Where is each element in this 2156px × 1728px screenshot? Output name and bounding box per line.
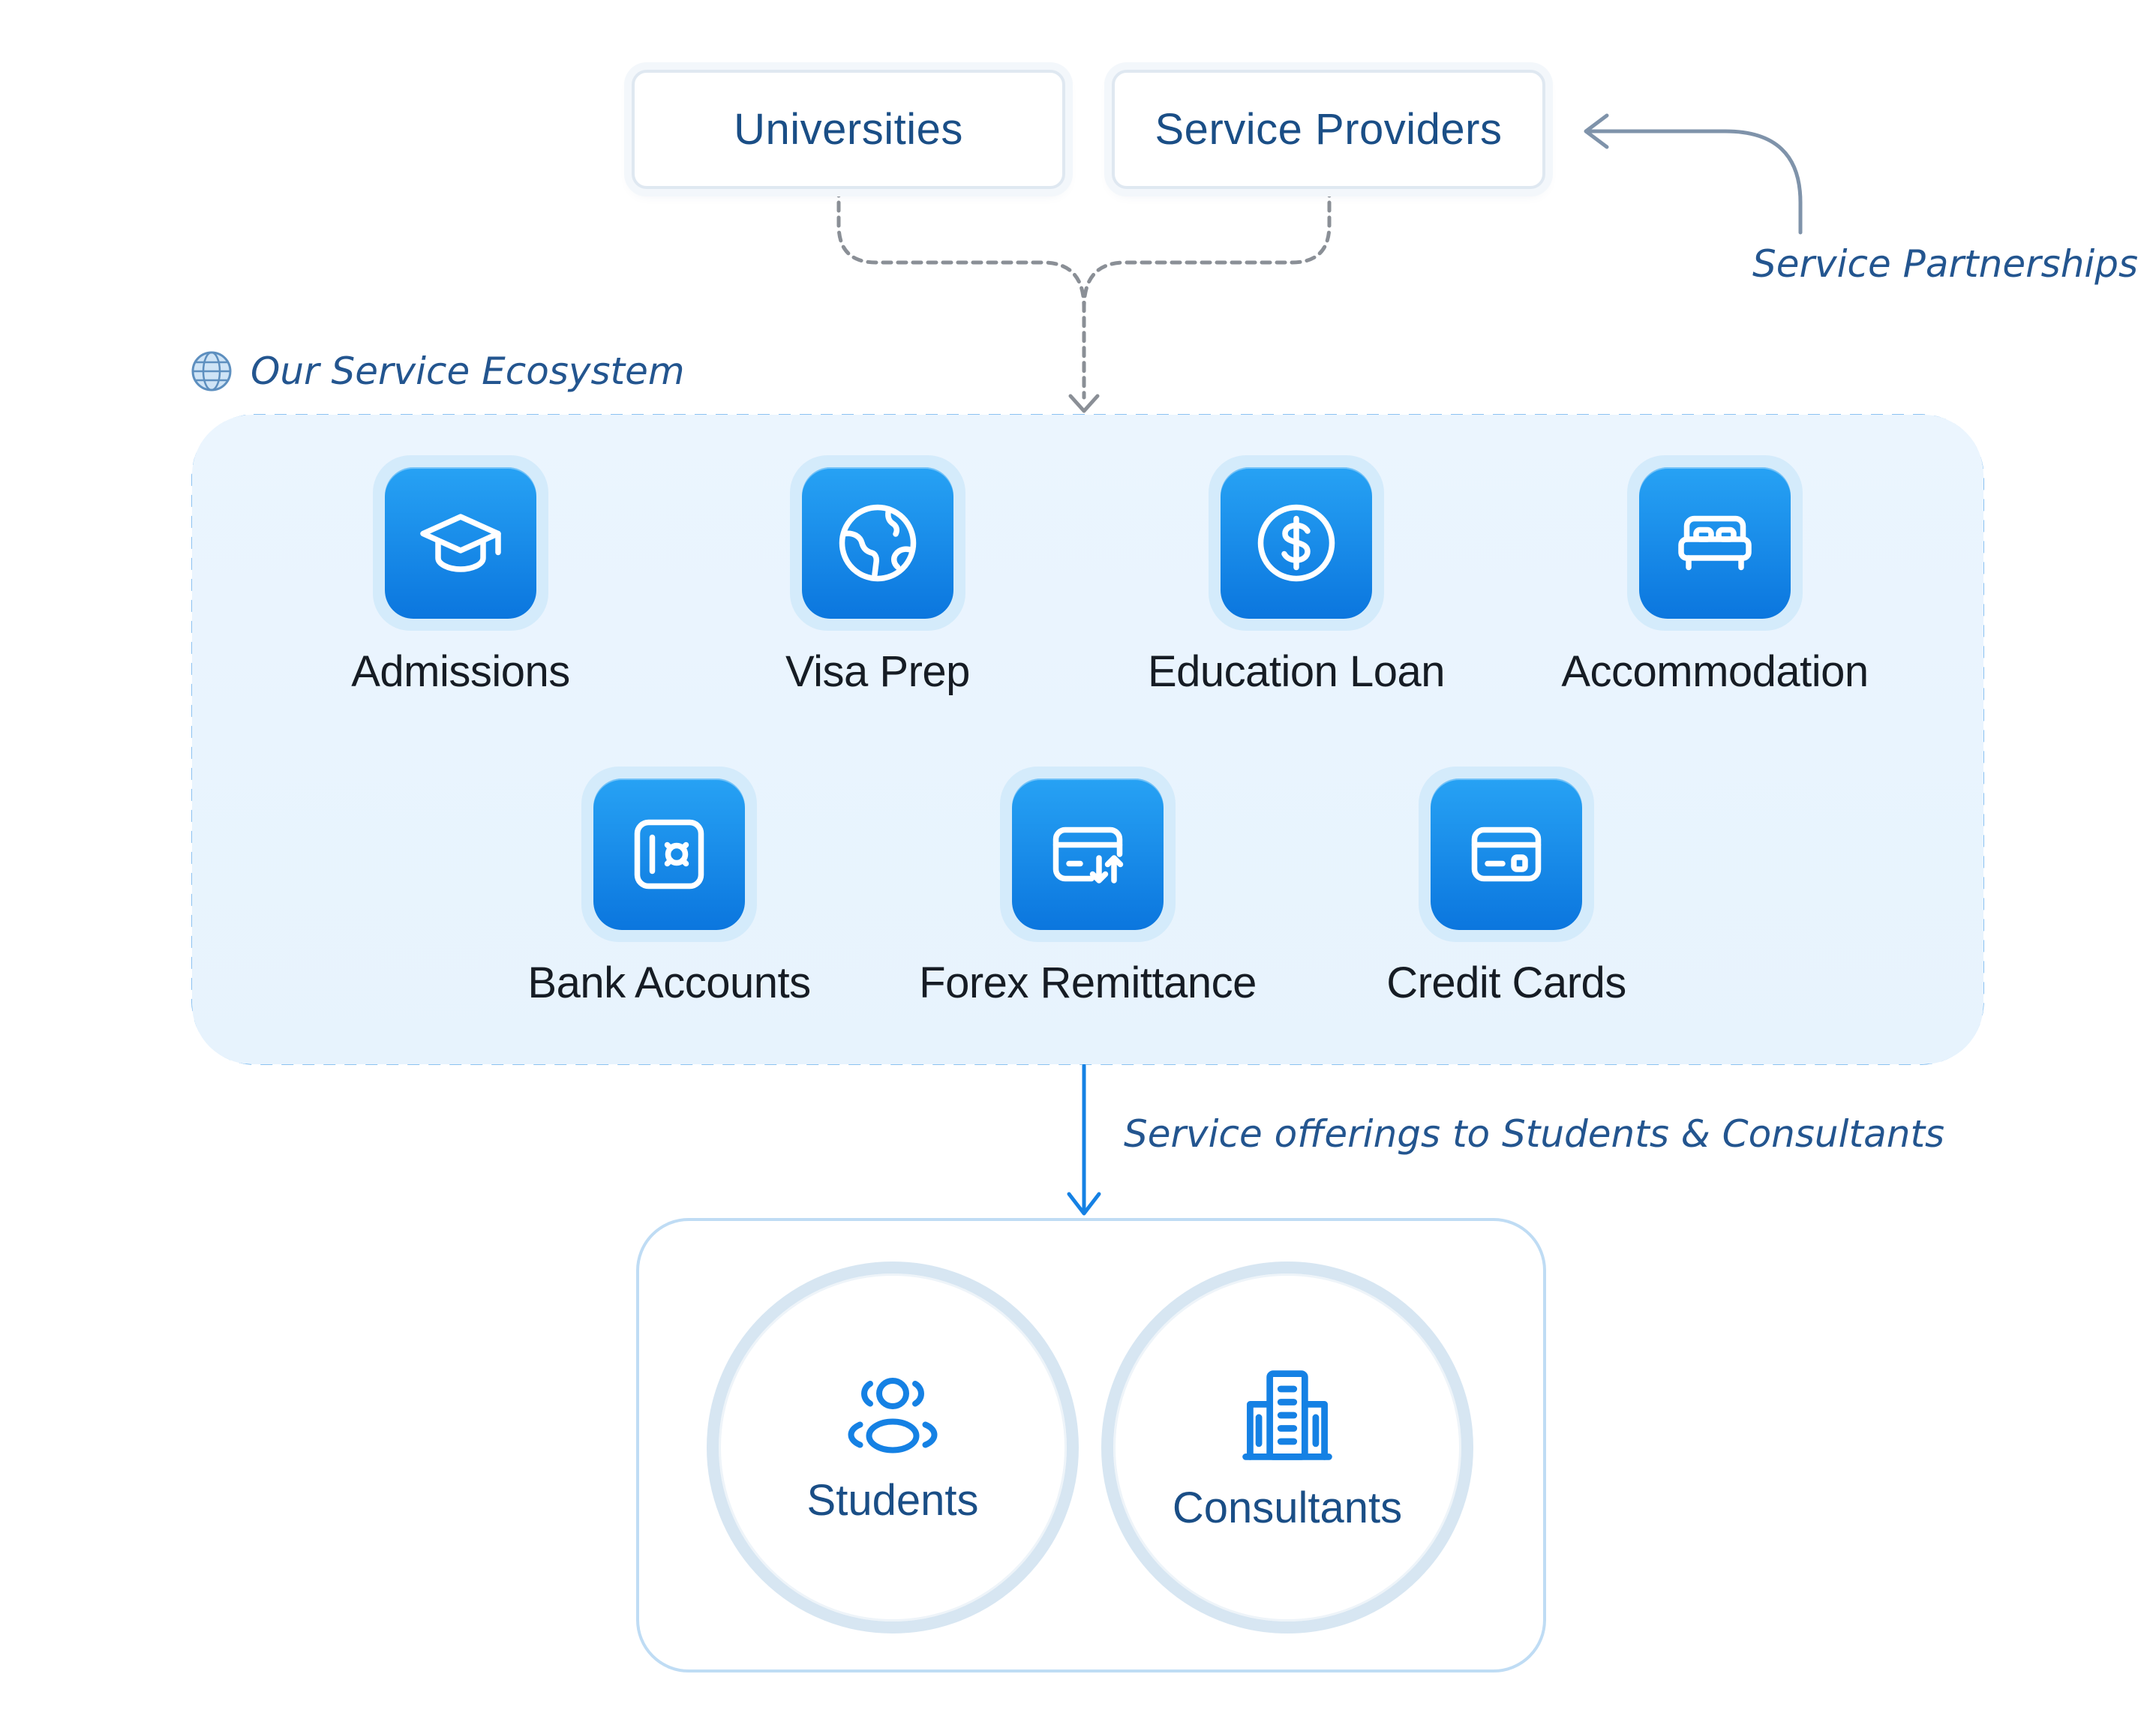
partnerships-arrow <box>1584 113 1803 235</box>
globe-icon <box>191 351 232 392</box>
globe-icon <box>839 504 917 582</box>
students-node: Students <box>707 1262 1079 1634</box>
service-label-visa-prep: Visa Prep <box>785 647 970 696</box>
service-offerings-note: Service offerings to Students & Consulta… <box>1124 1112 1945 1156</box>
service-partnerships-note: Service Partnerships <box>1752 242 2139 286</box>
students-label: Students <box>806 1475 979 1525</box>
universities-label: Universities <box>734 105 963 154</box>
service-label-education-loan: Education Loan <box>1147 647 1446 696</box>
bank-vault-icon <box>634 819 704 890</box>
service-label-bank-accounts: Bank Accounts <box>527 958 811 1007</box>
card-transfer-icon <box>1052 826 1124 884</box>
service-label-credit-cards: Credit Cards <box>1386 958 1626 1007</box>
service-forex-remittance <box>1000 766 1176 942</box>
service-providers-box: Service Providers <box>1112 70 1545 189</box>
offerings-arrow <box>1067 1064 1101 1216</box>
building-icon <box>1242 1370 1332 1460</box>
consultants-node: Consultants <box>1101 1262 1473 1634</box>
partners-merge-connector <box>836 185 1332 400</box>
service-label-forex-remittance: Forex Remittance <box>919 958 1257 1007</box>
service-admissions <box>373 455 548 631</box>
credit-card-icon <box>1471 826 1542 882</box>
service-bank-accounts <box>581 766 757 942</box>
ecosystem-title: Our Service Ecosystem <box>251 350 685 393</box>
graduation-cap-icon <box>420 514 501 572</box>
users-icon <box>848 1377 938 1453</box>
service-education-loan <box>1209 455 1384 631</box>
service-label-accommodation: Accommodation <box>1561 647 1869 696</box>
service-visa-prep <box>790 455 965 631</box>
service-accommodation <box>1627 455 1803 631</box>
dollar-icon <box>1257 504 1335 582</box>
service-label-admissions: Admissions <box>351 647 570 696</box>
universities-box: Universities <box>632 70 1065 189</box>
merge-arrowhead <box>1068 394 1100 413</box>
service-providers-label: Service Providers <box>1155 105 1503 154</box>
service-credit-cards <box>1419 766 1594 942</box>
bed-icon <box>1678 515 1752 571</box>
consultants-label: Consultants <box>1172 1483 1403 1532</box>
